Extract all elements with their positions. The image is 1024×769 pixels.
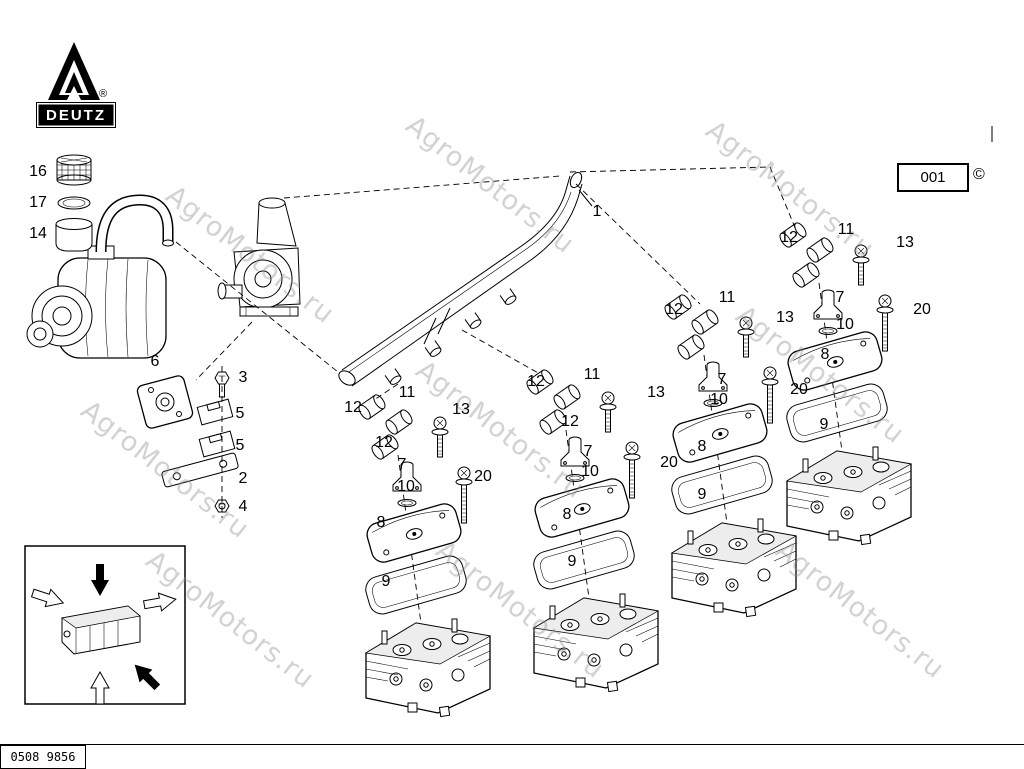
cylinder-group-1 [357,393,490,717]
mounting-bracket-parts [136,371,239,513]
spacer-part-5b [198,430,236,458]
clamp-block-part-6 [136,375,194,429]
seal-ring-part-17 [57,196,91,210]
reference-lines [175,166,797,518]
cylinder-group-3 [663,293,796,617]
registered-trademark-icon: ® [99,88,108,100]
inset-detail-box [24,545,186,705]
pump-assembly [217,197,301,317]
deutz-emblem-icon [48,42,100,100]
figure-number-box: 001 [897,163,969,192]
air-filter-assembly [26,154,174,359]
intake-pipe [338,171,593,387]
plate-part-2 [161,452,239,488]
inset-part [61,605,141,655]
footer-rule [0,744,1024,745]
filter-cup-part-14 [55,218,93,252]
spacer-part-5a [196,398,234,426]
bolt-part-3 [214,371,230,398]
document-code: 0508 9856 [10,750,76,764]
figure-number: 001 [920,169,946,186]
copyright-icon: © [973,166,985,183]
cylinder-group-4 [778,221,911,545]
document-code-box: 0508 9856 [0,745,86,769]
filter-element-part-16 [56,154,92,186]
cylinder-group-2 [525,368,658,692]
brand-wordmark: DEUTZ [36,102,116,128]
